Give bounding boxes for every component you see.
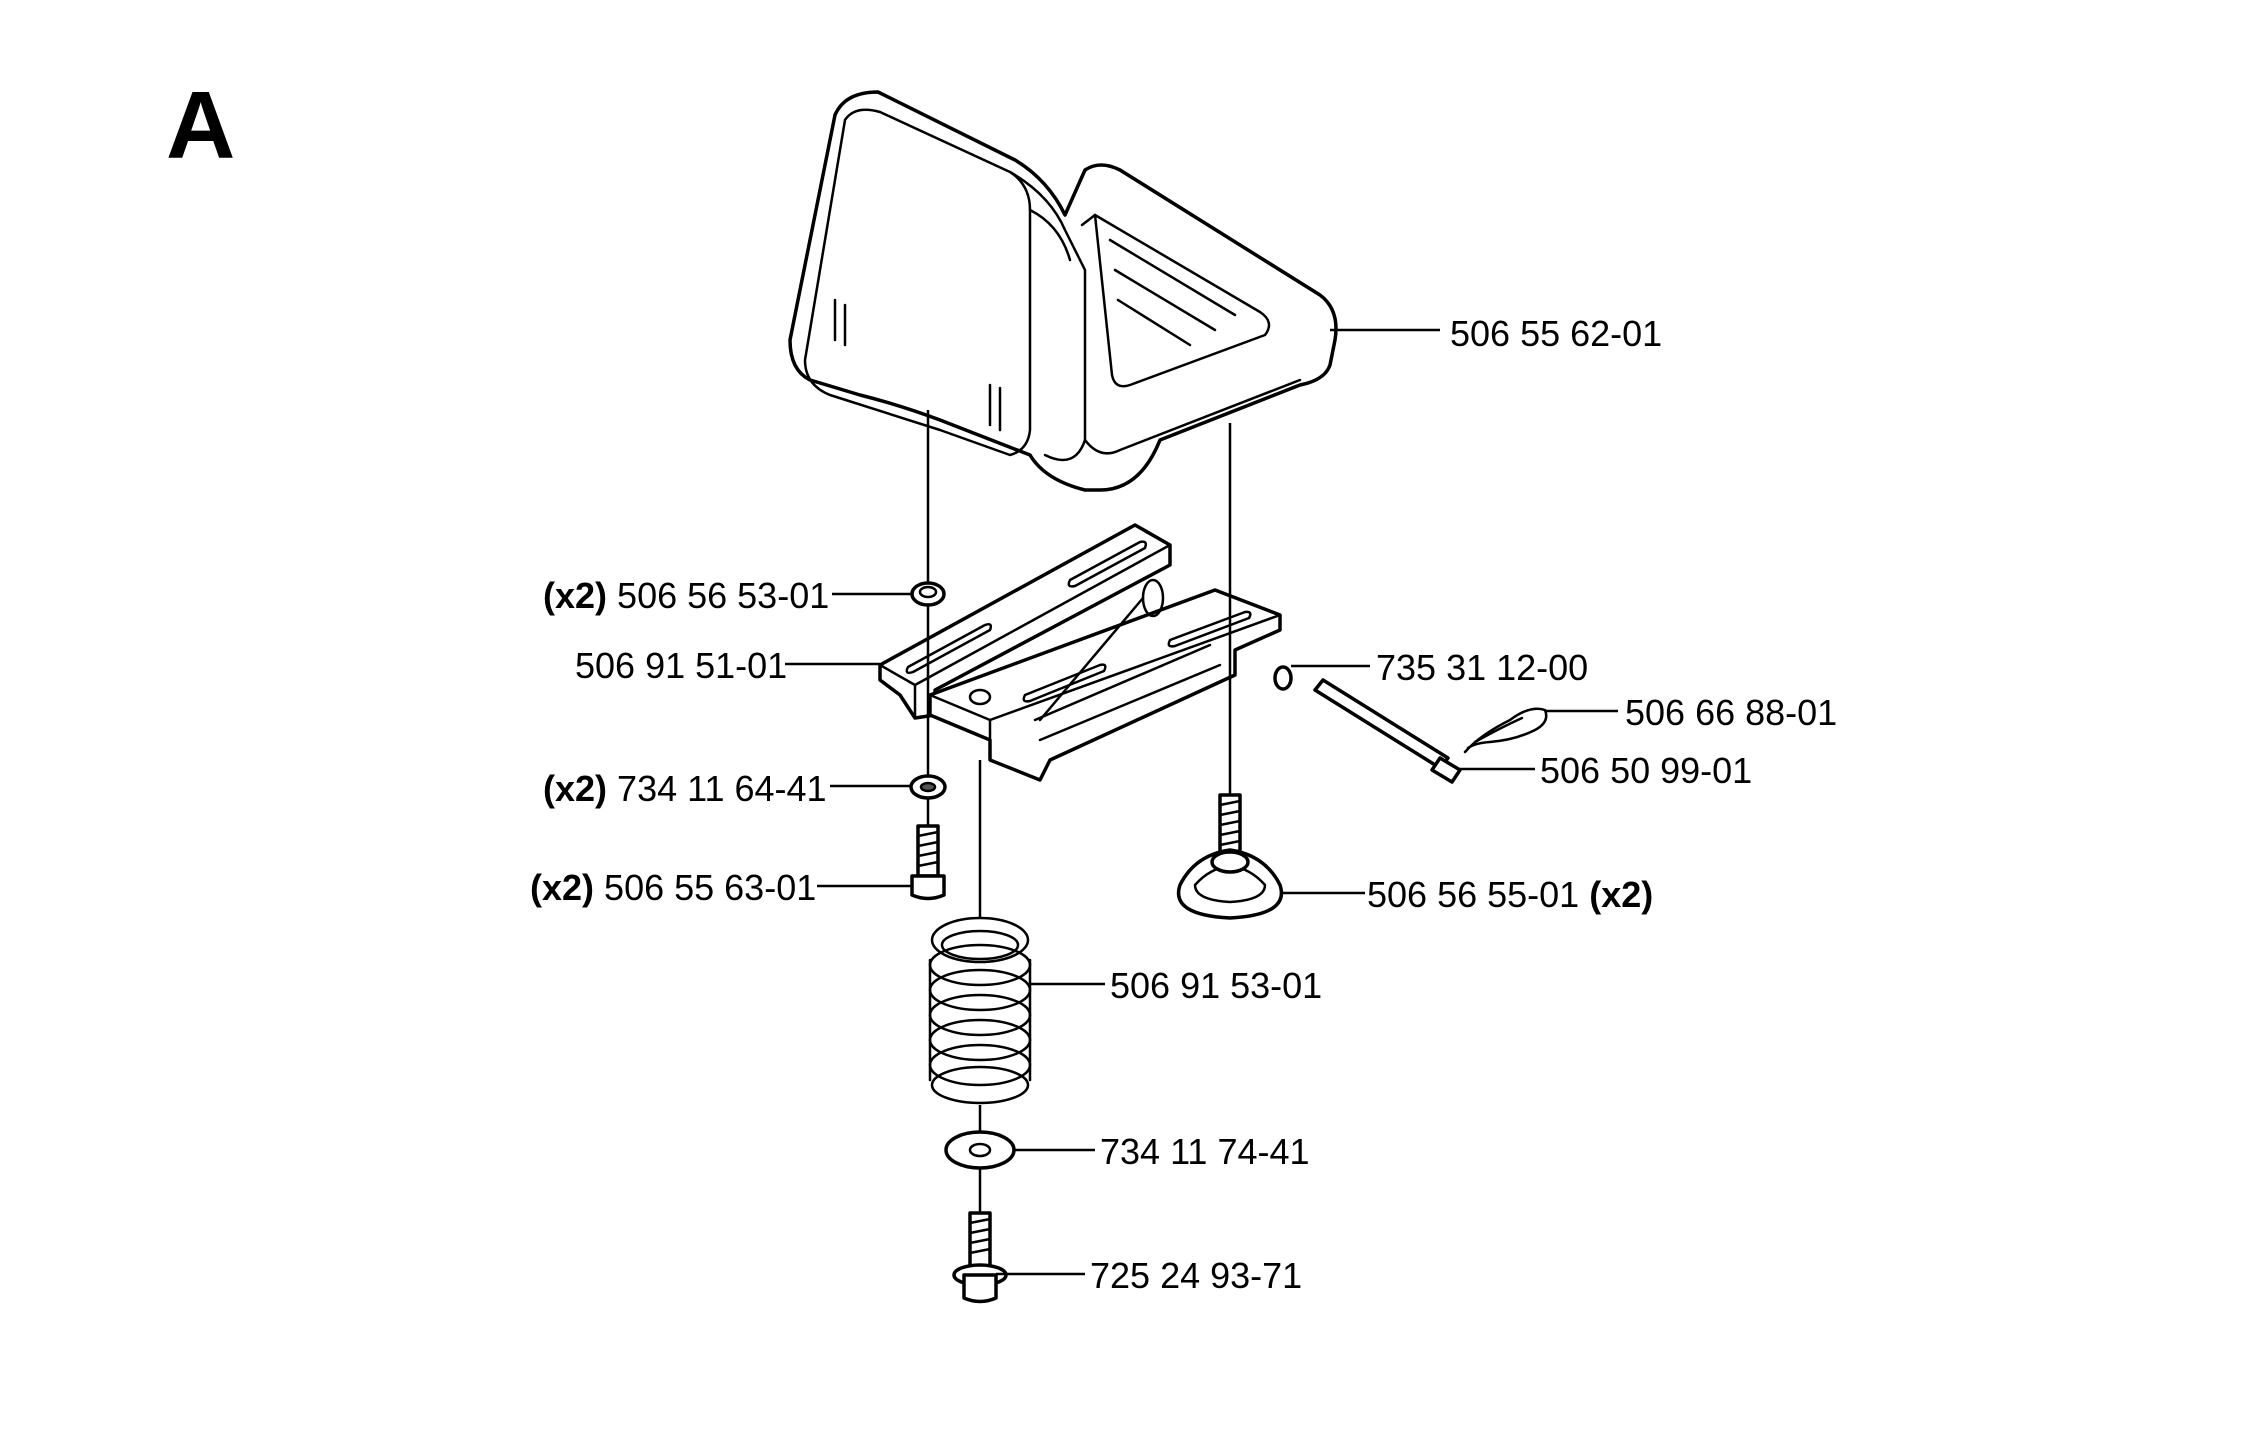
leader-lines (785, 328, 1618, 1276)
assembly-lines (926, 410, 1232, 1213)
quantity: (x2) (530, 867, 595, 908)
callout-seat[interactable]: 506 55 62-01 (1450, 316, 1662, 352)
callout-clip[interactable]: 506 66 88-01 (1625, 695, 1837, 731)
callout-spring[interactable]: 506 91 53-01 (1110, 968, 1322, 1004)
ring-part (1273, 665, 1293, 691)
part-number: 506 55 63-01 (604, 867, 817, 908)
part-number: 506 91 53-01 (1110, 965, 1323, 1006)
callout-washer-small[interactable]: (x2) 734 11 64-41 (543, 771, 827, 807)
seat-part (788, 90, 1338, 492)
knob-part (1176, 793, 1284, 920)
washer-large-part (944, 1130, 1016, 1170)
callout-knob[interactable]: 506 56 55-01 (x2) (1367, 877, 1653, 913)
bracket-part (878, 523, 1282, 782)
quantity: (x2) (543, 768, 608, 809)
callout-nut[interactable]: (x2) 506 56 53-01 (543, 578, 829, 614)
part-number: 506 56 53-01 (617, 575, 830, 616)
bolt-short-part (910, 824, 946, 901)
part-number: 506 56 55-01 (1367, 874, 1580, 915)
quantity: (x2) (1589, 874, 1654, 915)
clip-part (1463, 707, 1548, 754)
nut-part (910, 581, 946, 607)
part-number: 506 50 99-01 (1540, 750, 1753, 791)
callout-washer-large[interactable]: 734 11 74-41 (1100, 1134, 1310, 1170)
callout-pin[interactable]: 506 50 99-01 (1540, 753, 1752, 789)
spring-part (928, 916, 1032, 1105)
washer-small-part (909, 774, 947, 800)
callout-bracket[interactable]: 506 91 51-01 (575, 648, 787, 684)
part-number: 734 11 64-41 (617, 768, 827, 809)
bolt-flange-part (952, 1211, 1008, 1304)
part-number: 506 55 62-01 (1450, 313, 1663, 354)
part-number: 734 11 74-41 (1100, 1131, 1310, 1172)
pin-part (1313, 678, 1462, 784)
part-number: 506 91 51-01 (575, 645, 788, 686)
callout-bolt-short[interactable]: (x2) 506 55 63-01 (530, 870, 816, 906)
callout-ring[interactable]: 735 31 12-00 (1376, 650, 1588, 686)
callout-bolt-flange[interactable]: 725 24 93-71 (1090, 1258, 1302, 1294)
part-number: 506 66 88-01 (1625, 692, 1838, 733)
section-letter: A (166, 72, 236, 179)
part-number: 735 31 12-00 (1376, 647, 1589, 688)
quantity: (x2) (543, 575, 608, 616)
part-number: 725 24 93-71 (1090, 1255, 1303, 1296)
